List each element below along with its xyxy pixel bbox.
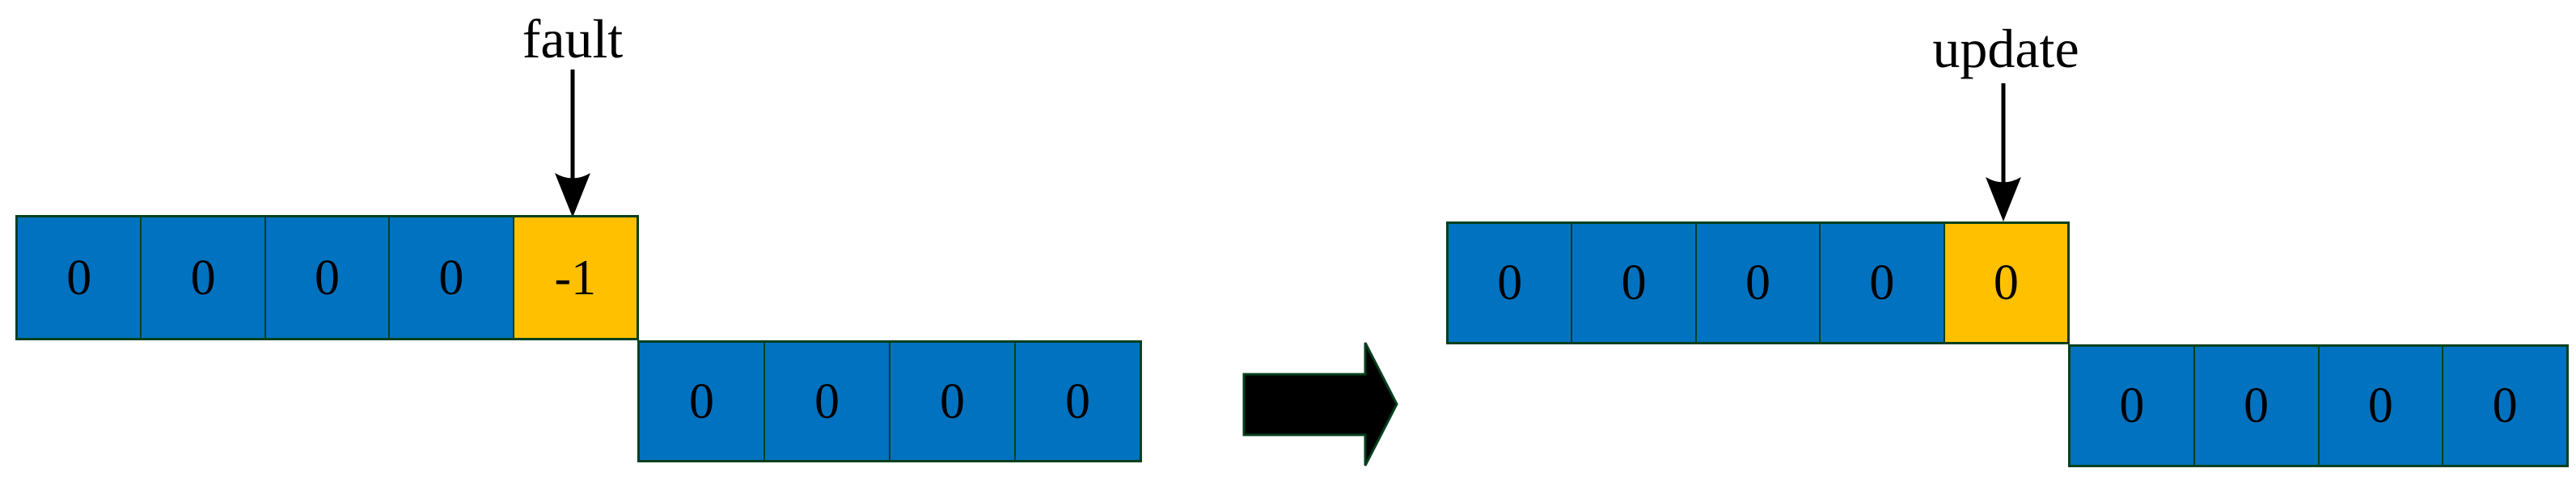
array-cell: 0 — [1571, 224, 1695, 342]
down-arrow-icon — [1986, 83, 2021, 221]
array-cell: 0 — [1694, 224, 1820, 342]
array-cell: 0 — [1014, 343, 1140, 460]
array-cell: 0 — [2193, 347, 2318, 465]
array-cell: 0 — [2442, 347, 2566, 465]
array-cell: 0 — [2317, 347, 2443, 465]
highlight-cell: -1 — [512, 217, 637, 338]
right-arrow-icon — [1242, 342, 1398, 466]
array-cell: 0 — [889, 343, 1014, 460]
array-cell: 0 — [140, 217, 264, 338]
highlight-cell: 0 — [1943, 224, 2068, 342]
update-label: update — [1932, 18, 2079, 79]
array-cell: 0 — [264, 217, 389, 338]
array-cell: 0 — [18, 217, 141, 338]
fault-label: fault — [522, 8, 624, 70]
array-cell: 0 — [640, 343, 763, 460]
array-cell: 0 — [1819, 224, 1944, 342]
down-arrow-icon — [555, 70, 590, 217]
array-cell: 0 — [1449, 224, 1571, 342]
array-cell: 0 — [2071, 347, 2193, 465]
array-cell: 0 — [388, 217, 513, 338]
array-cell: 0 — [763, 343, 889, 460]
